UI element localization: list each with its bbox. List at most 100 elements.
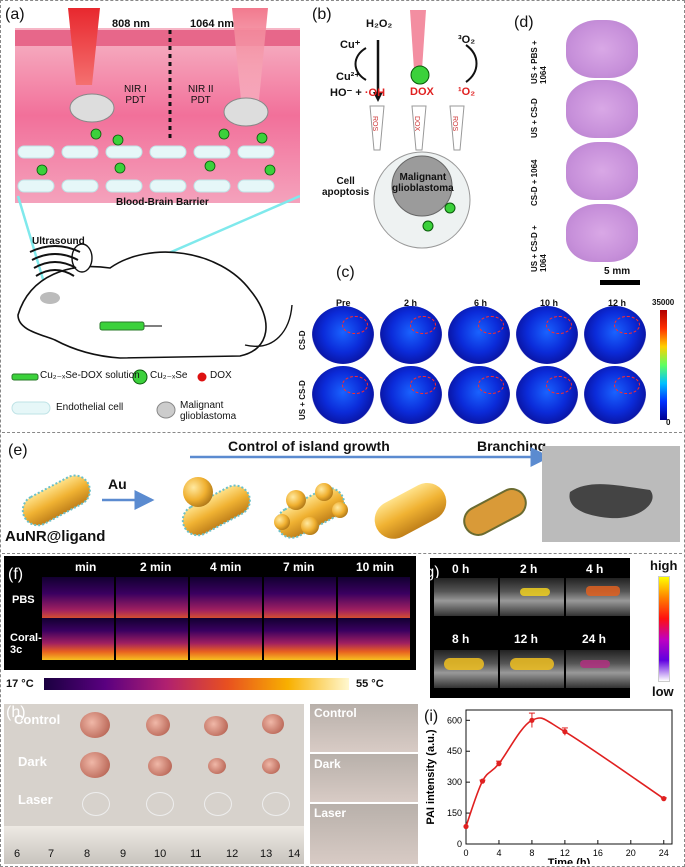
label-nir2-pdt: NIR II PDT <box>188 84 214 106</box>
separator <box>2 553 682 554</box>
ruler-label: 9 <box>120 848 127 860</box>
label-ros3: ROS <box>451 116 458 132</box>
temp-max: 55 °C <box>356 678 384 690</box>
f-col-label: 4 min <box>210 560 242 574</box>
y-axis-label: PAI intensity (a.u.) <box>425 729 437 824</box>
c-row-label: US + CS-D <box>298 380 307 420</box>
tumor <box>208 758 226 774</box>
heatmap-cell <box>312 306 374 364</box>
tumor <box>262 714 284 734</box>
ruler-label: 11 <box>190 848 202 860</box>
d-row-label: CS-D + 1064 <box>530 159 539 206</box>
ruler-label: 7 <box>48 848 55 860</box>
d-row-label: US + CS-D + 1064 <box>530 225 548 272</box>
legend-glioblastoma: Malignant glioblastoma <box>180 400 237 422</box>
thermal-image <box>190 618 262 660</box>
mouse-photo <box>310 804 418 864</box>
colorbar-min: 0 <box>666 418 671 427</box>
scalebar <box>600 280 640 285</box>
pa-signal <box>444 658 484 670</box>
c-row-label: CS-D <box>298 330 307 350</box>
g-time-label: 0 h <box>452 562 470 576</box>
data-point <box>479 778 486 784</box>
data-point <box>562 729 568 735</box>
panel-a-diagram <box>11 8 300 419</box>
thermal-image <box>338 618 410 660</box>
label-branching: Branching <box>477 438 547 454</box>
h-row-label: Dark <box>18 754 47 769</box>
y-tick-label: 0 <box>457 839 462 849</box>
x-tick-label: 8 <box>529 848 534 858</box>
mouse-label: Control <box>314 706 357 720</box>
label-island-growth: Control of island growth <box>228 438 390 454</box>
heatmap-cell <box>516 366 578 424</box>
heatmap-cell <box>380 306 442 364</box>
ruler-label: 8 <box>84 848 91 860</box>
scalebar-label: 5 mm <box>604 266 631 277</box>
temp-min: 17 °C <box>6 678 34 690</box>
d-row-label: US + CS-D <box>530 98 539 138</box>
pa-signal <box>580 660 610 668</box>
mouse-label: Laser <box>314 806 347 820</box>
panel-label-h: (h) <box>6 704 26 721</box>
panel-label-c: (c) <box>336 264 355 281</box>
heatmap-cell <box>448 366 510 424</box>
g-time-label: 2 h <box>520 562 538 576</box>
data-point <box>661 796 667 802</box>
ruler-label: 14 <box>288 848 301 860</box>
heatmap-cell <box>312 366 374 424</box>
us-image <box>434 578 498 616</box>
label-au: Au <box>108 476 127 492</box>
label-bbb: Blood-Brain Barrier <box>116 197 209 208</box>
us-image <box>566 650 630 688</box>
brain-slice <box>566 142 638 200</box>
label-cu-plus: Cu⁺ <box>340 39 361 51</box>
label-glioblastoma-b: Malignant glioblastoma <box>392 172 454 194</box>
y-tick-label: 450 <box>447 746 462 756</box>
x-tick-label: 16 <box>593 848 603 858</box>
tumor <box>204 716 228 736</box>
empty-circle <box>204 792 232 816</box>
mouse-label: Dark <box>314 757 341 771</box>
empty-circle <box>262 792 290 816</box>
x-axis-label: Time (h) <box>548 857 591 864</box>
y-tick-label: 300 <box>447 777 462 787</box>
thermal-image <box>116 618 188 660</box>
c-col-label: 12 h <box>608 298 627 308</box>
panel-label-f: (f) <box>8 566 24 583</box>
separator <box>2 432 682 433</box>
thermal-image <box>42 618 114 660</box>
label-ros1: ROS <box>371 116 378 132</box>
g-time-label: 24 h <box>582 632 607 646</box>
g-low: low <box>652 684 674 699</box>
g-time-label: 8 h <box>452 632 470 646</box>
legend-solution: Cu₂₋ₓSe-DOX solution <box>40 370 140 381</box>
g-high: high <box>650 558 678 573</box>
g-colorbar <box>658 576 670 682</box>
h-row-label: Laser <box>18 792 53 807</box>
panel-label-g: (g) <box>420 564 440 581</box>
f-col-label: 7 min <box>283 560 315 574</box>
x-tick-label: 4 <box>496 848 501 858</box>
tumor <box>148 756 172 776</box>
panel-e-diagram <box>21 446 680 542</box>
y-tick-label: 600 <box>447 715 462 725</box>
label-nir1-pdt: NIR I PDT <box>124 84 147 106</box>
label-1064nm: 1064 nm <box>190 18 235 30</box>
data-point <box>529 717 535 723</box>
label-cell-apoptosis: Cell apoptosis <box>322 176 370 198</box>
panel-label-e: (e) <box>8 442 28 459</box>
heatmap-cell <box>448 306 510 364</box>
ruler <box>4 826 304 864</box>
plot-frame <box>465 709 673 845</box>
panel-b-diagram <box>354 10 478 249</box>
legend-endothelial: Endothelial cell <box>56 402 124 413</box>
x-tick-label: 24 <box>659 848 669 858</box>
y-tick-label: 150 <box>447 808 462 818</box>
us-image <box>566 578 630 616</box>
data-point <box>496 761 502 767</box>
c-col-label: 6 h <box>474 298 488 308</box>
label-oh-radical: ·OH <box>364 87 386 99</box>
panel-label-b: (b) <box>312 6 332 23</box>
